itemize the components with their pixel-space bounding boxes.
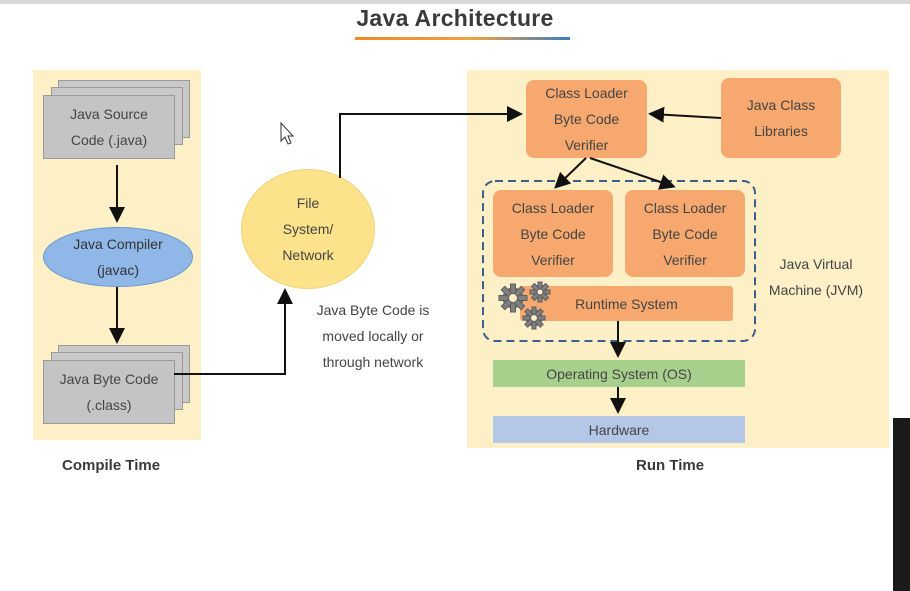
operating-system-label: Operating System (OS): [546, 365, 692, 382]
arrow-libraries-to-class-loader: [648, 106, 722, 123]
java-compiler-label: Java Compiler (javac): [73, 236, 163, 278]
class-loader-right-box: Class Loader Byte Code Verifier: [625, 190, 745, 277]
java-compiler-ellipse: Java Compiler (javac): [43, 227, 193, 287]
file-system-network-circle: File System/ Network: [241, 169, 375, 289]
class-loader-right-label: Class Loader Byte Code Verifier: [643, 199, 727, 268]
runtime-system-label: Runtime System: [575, 295, 678, 312]
hardware-bar: Hardware: [493, 416, 745, 443]
java-source-code-label: Java Source Code (.java): [70, 106, 148, 148]
jvm-label: Java Virtual Machine (JVM): [768, 256, 864, 298]
window-edge: [893, 418, 910, 591]
runtime-system-box: Runtime System: [520, 286, 733, 321]
java-source-code-doc: Java Source Code (.java): [43, 95, 175, 159]
class-loader-top-label: Class Loader Byte Code Verifier: [545, 85, 628, 153]
title-underline: [355, 37, 570, 40]
gears-icon: [498, 281, 551, 330]
arrow-loader-to-right-loader: [589, 157, 676, 190]
compile-time-label: Compile Time: [62, 457, 161, 474]
class-loader-left-box: Class Loader Byte Code Verifier: [493, 190, 613, 277]
file-system-network-label: File System/ Network: [282, 195, 334, 263]
hardware-label: Hardware: [588, 421, 650, 438]
top-border: [0, 0, 910, 4]
class-loader-top-box: Class Loader Byte Code Verifier: [526, 80, 647, 158]
operating-system-bar: Operating System (OS): [493, 360, 745, 387]
java-byte-code-doc: Java Byte Code (.class): [43, 360, 175, 424]
page-title: Java Architecture: [356, 5, 554, 31]
java-class-libraries-box: Java Class Libraries: [721, 78, 841, 158]
run-time-label: Run Time: [636, 457, 705, 474]
arrow-filesystem-to-class-loader: [339, 106, 523, 178]
cursor-icon: [280, 121, 295, 145]
java-class-libraries-label: Java Class Libraries: [746, 97, 816, 139]
arrow-loader-to-left-loader: [554, 157, 587, 189]
class-loader-left-label: Class Loader Byte Code Verifier: [511, 199, 595, 268]
java-byte-code-label: Java Byte Code (.class): [59, 371, 159, 413]
jvm-dashed-boundary: [482, 180, 756, 342]
arrow-bytecode-to-filesystem: [174, 288, 293, 375]
byte-code-transfer-note: Java Byte Code is moved locally or throu…: [316, 302, 430, 370]
